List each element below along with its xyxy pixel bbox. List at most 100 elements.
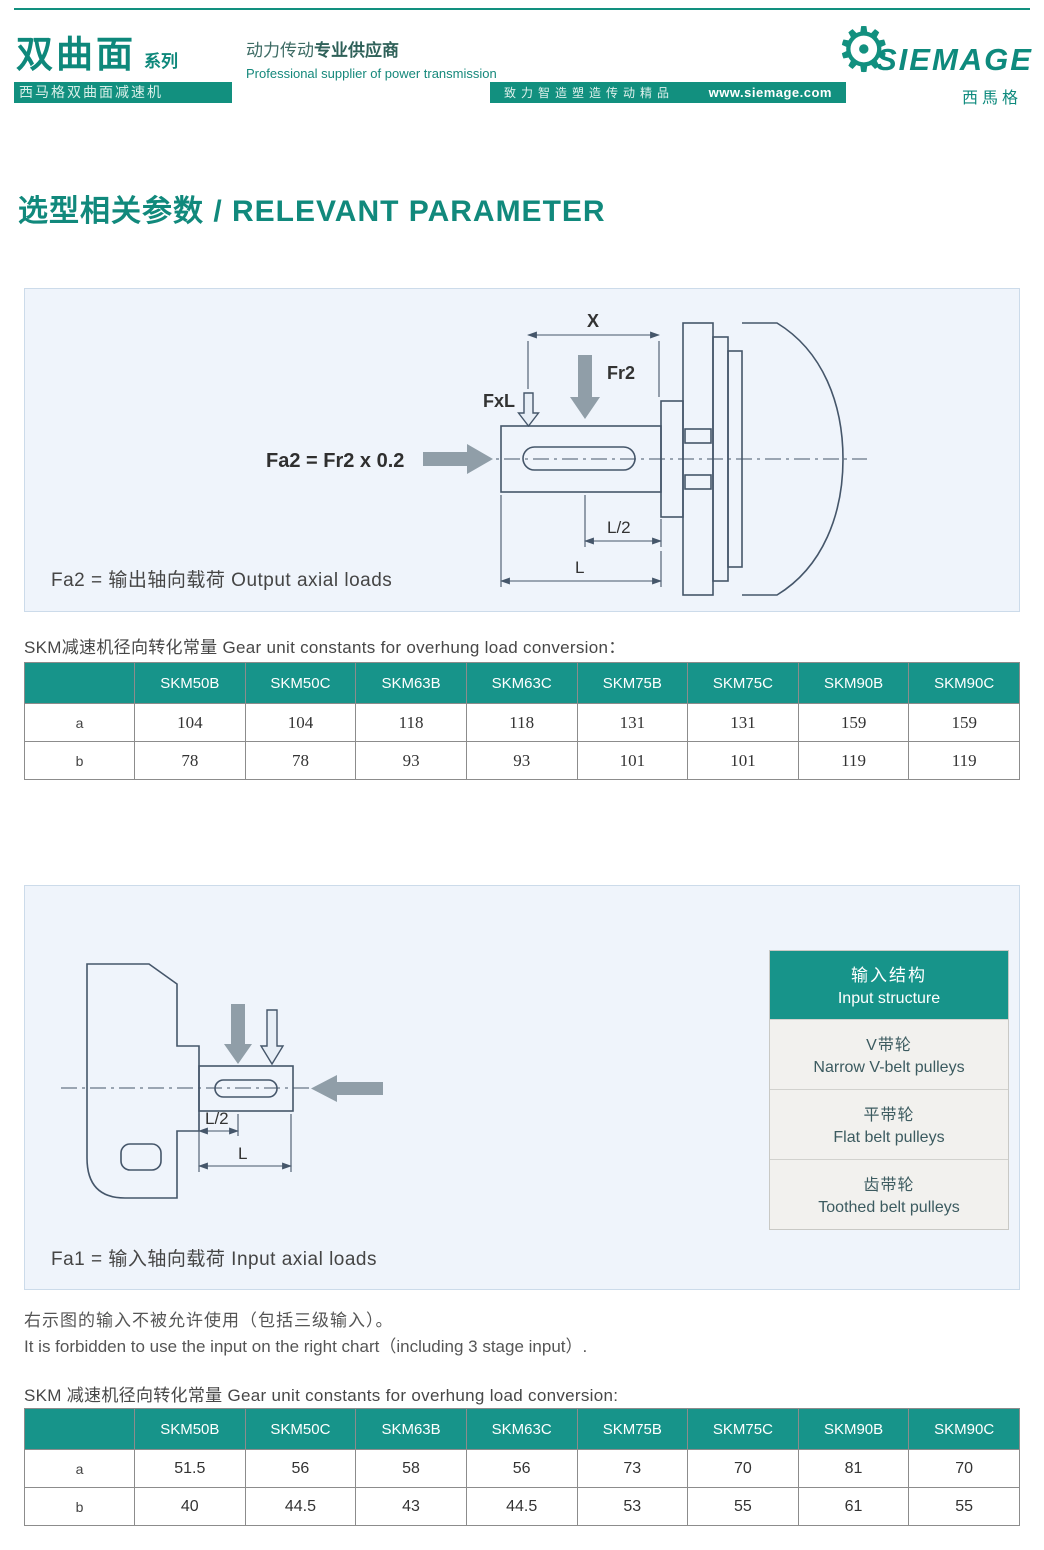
column-header: SKM90B — [797, 1408, 910, 1450]
cell: 40 — [134, 1487, 246, 1526]
corner-cell — [24, 662, 135, 704]
cell: 70 — [687, 1449, 799, 1488]
forbidden-note-cn: 右示图的输入不被允许使用（包括三级输入）。 — [24, 1311, 394, 1330]
bearing-block-bottom — [684, 474, 712, 490]
cell: 55 — [687, 1487, 799, 1526]
forbidden-note-en: It is forbidden to use the input on the … — [24, 1337, 588, 1356]
supplier-block: 动力传动专业供应商 Professional supplier of power… — [246, 36, 497, 81]
cell: 159 — [797, 703, 910, 742]
input-structure-row-flatbelt: 平带轮 Flat belt pulleys — [770, 1089, 1008, 1159]
cell: 119 — [797, 741, 910, 780]
row-label: b — [24, 1487, 135, 1526]
input-shaft — [198, 1065, 294, 1112]
series-title-tag: 系列 — [144, 52, 178, 71]
row-label-en: Toothed belt pulleys — [818, 1199, 960, 1216]
output-shaft-drawing: X Fr2 FxL Fa2 = Fr2 x 0.2 L/2 L — [266, 311, 867, 596]
cell: 118 — [355, 703, 467, 742]
row-label-cn: V带轮 — [866, 1037, 912, 1054]
supplier-cn-regular: 动力传动 — [246, 41, 314, 60]
dim-l2-label: L/2 — [205, 1109, 229, 1128]
column-header: SKM90B — [797, 662, 910, 704]
input-load-diagram-panel: L/2 L 输入结构 Input structure V带轮 Narrow V-… — [24, 885, 1020, 1290]
secondary-force-arrow — [259, 1009, 285, 1066]
cell: 70 — [908, 1449, 1020, 1488]
input-structure-header: 输入结构 Input structure — [770, 951, 1008, 1019]
axial-arrow-left — [311, 1075, 383, 1102]
cell: 56 — [465, 1449, 578, 1488]
input-structure-row-vbelt: V带轮 Narrow V-belt pulleys — [770, 1019, 1008, 1089]
brand-logo: ⚙ SIEMAGE 西馬格 — [836, 16, 1031, 108]
conversion-table-input: SKM50B SKM50C SKM63B SKM63C SKM75B SKM75… — [24, 1408, 1020, 1526]
row-label-en: Narrow V-belt pulleys — [813, 1059, 965, 1076]
row-label: b — [24, 741, 135, 780]
keyway — [214, 1079, 278, 1098]
cell: 93 — [465, 741, 578, 780]
input-load-caption: Fa1 = 输入轴向载荷 Input axial loads — [51, 1249, 377, 1270]
input-shaft-drawing: L/2 L — [61, 963, 383, 1199]
cell: 101 — [576, 741, 689, 780]
keyway — [522, 446, 636, 471]
dim-l-label: L — [238, 1144, 247, 1163]
cell: 51.5 — [134, 1449, 246, 1488]
conversion-table-output: SKM50B SKM50C SKM63B SKM63C SKM75B SKM75… — [24, 662, 1020, 780]
cell: 159 — [908, 703, 1020, 742]
column-header: SKM75B — [576, 662, 689, 704]
inspection-plug — [120, 1143, 162, 1171]
cell: 44.5 — [244, 1487, 357, 1526]
cell: 55 — [908, 1487, 1020, 1526]
row-label: a — [24, 1449, 135, 1488]
website-text: www.siemage.com — [708, 85, 832, 100]
dim-l2-label: L/2 — [607, 518, 631, 537]
housing-plate-3 — [727, 350, 743, 568]
table2-title: SKM 减速机径向转化常量 Gear unit constants for ov… — [24, 1386, 619, 1405]
column-header: SKM75C — [687, 662, 799, 704]
force-arrow-fr2 — [570, 355, 600, 419]
brand-name-cn: 西馬格 — [961, 90, 1022, 107]
supplier-line-en: Professional supplier of power transmiss… — [246, 66, 497, 81]
cell: 78 — [134, 741, 246, 780]
input-structure-row-toothedbelt: 齿带轮 Toothed belt pulleys — [770, 1159, 1008, 1229]
cell: 131 — [687, 703, 799, 742]
row-label-en: Flat belt pulleys — [833, 1129, 945, 1146]
column-header: SKM63C — [465, 1408, 578, 1450]
radial-force-arrow — [224, 1004, 252, 1064]
cell: 119 — [908, 741, 1020, 780]
cell: 104 — [134, 703, 246, 742]
output-load-caption: Fa2 = 输出轴向载荷 Output axial loads — [51, 570, 393, 591]
cell: 104 — [244, 703, 357, 742]
cell: 58 — [355, 1449, 467, 1488]
gearbox-bell — [742, 322, 844, 596]
force-fxl-label: FxL — [483, 391, 515, 411]
bearing-block-top — [684, 428, 712, 444]
column-header: SKM50C — [244, 662, 357, 704]
gear-icon: ⚙ — [836, 16, 892, 85]
column-header: SKM63C — [465, 662, 578, 704]
column-header: SKM63B — [355, 1408, 467, 1450]
gearbox-body — [86, 963, 200, 1199]
column-header: SKM63B — [355, 662, 467, 704]
table-row-b: b 78 78 93 93 101 101 119 119 — [24, 741, 1020, 780]
series-title: 双曲面系列 — [16, 24, 178, 78]
cell: 78 — [244, 741, 357, 780]
brand-name: SIEMAGE — [876, 42, 1033, 77]
corner-cell — [24, 1408, 135, 1450]
table-row-a: a 104 104 118 118 131 131 159 159 — [24, 703, 1020, 742]
cell: 61 — [797, 1487, 910, 1526]
column-header: SKM50C — [244, 1408, 357, 1450]
column-header: SKM90C — [908, 662, 1020, 704]
supplier-line-cn: 动力传动专业供应商 — [246, 36, 497, 61]
input-structure-title-cn: 输入结构 — [851, 966, 927, 985]
cell: 101 — [687, 741, 799, 780]
cell: 118 — [465, 703, 578, 742]
row-label-cn: 平带轮 — [863, 1107, 915, 1124]
axial-arrow-right — [423, 444, 493, 474]
dim-l-label: L — [575, 558, 584, 577]
cell: 44.5 — [465, 1487, 578, 1526]
cell: 53 — [576, 1487, 689, 1526]
top-divider — [14, 8, 1030, 10]
dim-x-label: X — [587, 311, 599, 331]
column-header: SKM75B — [576, 1408, 689, 1450]
input-structure-table: 输入结构 Input structure V带轮 Narrow V-belt p… — [769, 950, 1009, 1230]
cell: 81 — [797, 1449, 910, 1488]
